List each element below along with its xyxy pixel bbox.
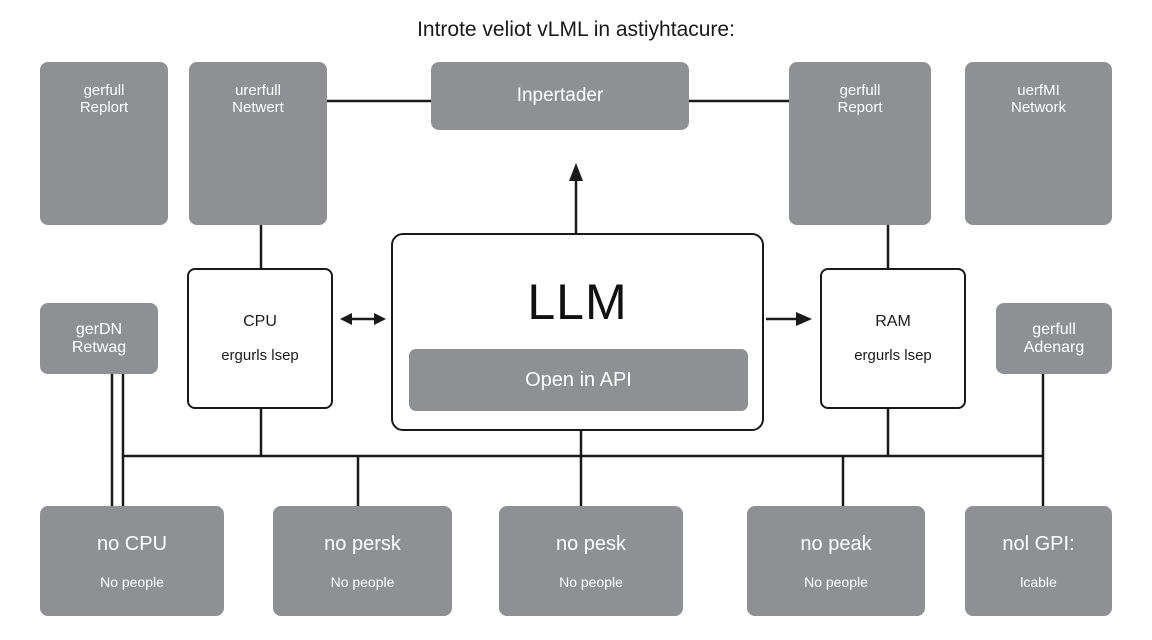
box-netwert: urerfull Netwert [189, 62, 327, 225]
llm-title: LLM [527, 274, 628, 330]
box-line1: no persk [324, 532, 401, 555]
cpu-box: CPU ergurls lsep [187, 268, 333, 409]
box-line1: no peak [800, 532, 872, 555]
box-line2: Report [837, 99, 883, 116]
arrowhead-right-b [796, 312, 812, 326]
box-retwag: gerDN Retwag [40, 303, 158, 374]
ram-title: RAM [875, 313, 911, 330]
arrowhead-right-a [374, 313, 386, 325]
box-line2: Netwert [232, 99, 284, 116]
cpu-title: CPU [243, 313, 277, 330]
box-line2: No people [330, 573, 395, 590]
box-line1: gerDN [75, 320, 123, 338]
interpreter-box: Inpertader [431, 62, 689, 130]
diagram-title: Introte veliot vLML in astiyhtacure: [417, 18, 735, 41]
box-line2: Adenarg [1023, 338, 1085, 356]
box-line2: Network [1010, 99, 1066, 116]
open-in-api-button[interactable]: Open in API [409, 349, 748, 411]
box-line1: nol GPI: [1002, 532, 1075, 555]
box-line1: gerfull [83, 82, 125, 99]
box-adenarg: gerfull Adenarg [996, 303, 1112, 374]
interpreter-label: Inpertader [516, 85, 604, 106]
box-line2: No people [100, 573, 164, 590]
box-replort: gerfull Replort [40, 62, 168, 225]
box-line2: Retwag [71, 338, 127, 356]
box-network: uerfMI Network [965, 62, 1112, 225]
box-no-persk: no persk No people [273, 506, 452, 616]
box-line2: lcable [1020, 573, 1057, 590]
box-no-cpu: no CPU No people [40, 506, 224, 616]
box-line1: no pesk [555, 532, 627, 555]
box-report: gerfull Report [789, 62, 931, 225]
box-line2: Replort [79, 99, 129, 116]
box-line1: no CPU [96, 532, 168, 555]
box-line2: No people [559, 573, 623, 590]
box-no-peak: no peak No people [747, 506, 925, 616]
cpu-subtitle: ergurls lsep [221, 347, 299, 364]
arrowhead-left [340, 313, 352, 325]
arrowhead-up [569, 163, 583, 181]
box-line1: urerfull [235, 82, 281, 99]
ram-box: RAM ergurls lsep [820, 268, 966, 409]
box-line1: gerfull [839, 82, 881, 99]
box-line2: No people [804, 573, 868, 590]
ram-subtitle: ergurls lsep [854, 347, 932, 364]
box-no-pesk: no pesk No people [499, 506, 683, 616]
box-line1: gerfull [1032, 320, 1076, 338]
llm-box: LLM Open in API [391, 233, 764, 431]
box-nol-gpi: nol GPI: lcable [965, 506, 1112, 616]
box-line1: uerfMI [1017, 82, 1060, 99]
